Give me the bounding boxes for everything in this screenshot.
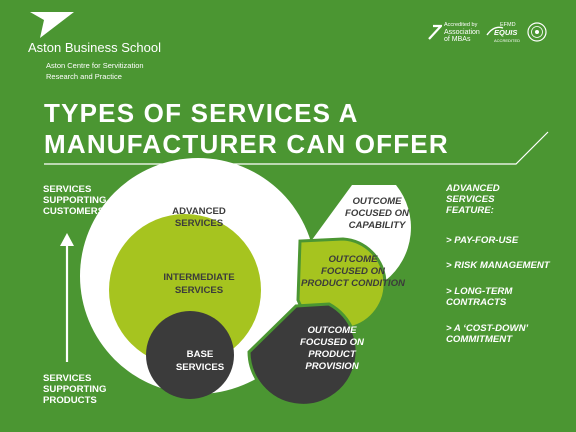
school-name: Aston Business School [28,40,161,55]
outcome-provision-shape [247,302,359,407]
axis-bottom-label: SERVICES SUPPORTING PRODUCTS [43,373,107,406]
feature-item-pay-for-use: > PAY-FOR-USE [446,235,519,246]
feature-item-risk-management: > RISK MANAGEMENT [446,260,550,271]
equis-swoosh-icon [486,26,504,36]
amba-line1: Association [444,29,480,36]
feature-item-cost-down: > A ‘COST-DOWN’ COMMITMENT [446,323,529,345]
amba-line2: of MBAs [444,36,471,43]
advanced-label-line2: SERVICES [175,218,224,229]
base-label-line2: SERVICES [176,362,225,373]
feature-item-long-term-contracts: > LONG-TERM CONTRACTS [446,286,513,308]
intermediate-label-line1: INTERMEDIATE [163,272,235,283]
university-seal-icon [527,22,547,42]
advanced-label-line1: ADVANCED [172,206,226,217]
intermediate-label-line2: SERVICES [175,285,224,296]
capability-label-line3: CAPABILITY [349,220,407,231]
title-line1: TYPES OF SERVICES A [44,98,359,128]
axis-top-label: SERVICES SUPPORTING CUSTOMERS [43,184,107,217]
base-label-line1: BASE [187,349,214,360]
condition-label-line1: OUTCOME [328,254,378,265]
equis-sub-label: ACCREDITED [494,38,521,43]
features-heading: ADVANCED SERVICES FEATURE: [446,183,500,216]
amba-logo-icon [428,24,442,40]
provision-label-line4: PROVISION [305,361,359,372]
centre-name-line2: Research and Practice [46,72,122,81]
amba-small-label: Accredited by [444,22,478,28]
axis-arrow-head [60,233,74,246]
equis-name: EQUIS [494,28,518,37]
condition-label-line2: FOCUSED ON [321,266,386,277]
capability-label-line1: OUTCOME [352,196,402,207]
centre-name-line1: Aston Centre for Servitization [46,61,144,70]
capability-label-line2: FOCUSED ON [345,208,410,219]
base-services-circle [146,311,234,399]
provision-label-line3: PRODUCT [308,349,357,360]
condition-label-line3: PRODUCT CONDITION [301,278,406,289]
equis-small-label: EFMD [500,22,516,28]
provision-label-line2: FOCUSED ON [300,337,365,348]
provision-label-line1: OUTCOME [307,325,357,336]
aston-logo-icon [30,12,74,38]
